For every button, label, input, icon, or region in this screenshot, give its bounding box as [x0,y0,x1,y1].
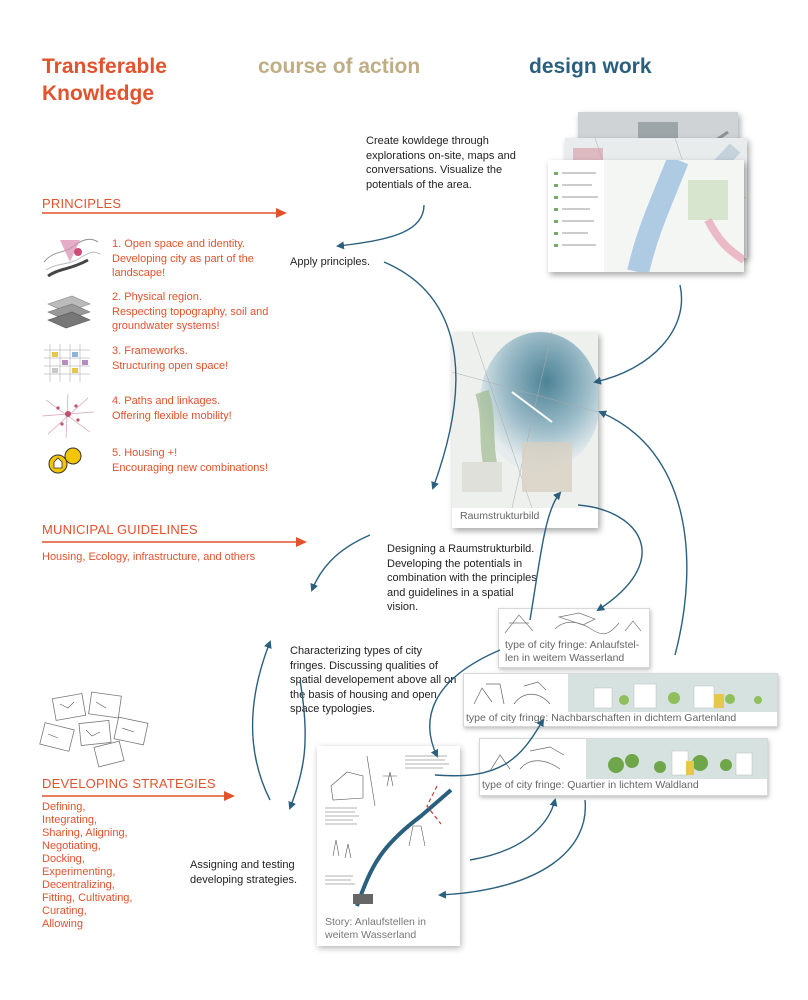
strategy-word: Sharing, Aligning, [42,827,128,839]
strategies-arrow [42,791,235,801]
principle-1-desc: Developing city as part of the landscape… [112,252,254,280]
principle-3-title: 3. Frameworks. [112,345,188,357]
story-page: Story: Anlaufstellen in weitem Wasserlan… [317,746,460,946]
strategy-word: Docking, [42,853,85,865]
strategy-word: Negotiating, [42,840,101,852]
caption-fringe-3: type of city fringe: Quartier in lichtem… [482,779,699,791]
header-transferable-knowledge: Transferable Knowledge [42,55,167,105]
text-apply-principles: Apply principles. [290,256,371,268]
municipal-arrow [42,537,307,547]
section-municipal-guidelines: MUNICIPAL GUIDELINES [42,522,198,537]
strategy-word: Integrating, [42,814,98,826]
principle-1: 1. Open space and identity. Developing c… [112,237,282,281]
principle-2: 2. Physical region. Respecting topograph… [112,290,282,334]
header-course-of-action: course of action [258,55,421,78]
principles-arrow [42,208,287,218]
map-sheet-front-legend [548,160,744,272]
text-characterizing-fringes: Characterizing types of city fringes. Di… [290,645,457,715]
housing-plus-icon [48,447,82,474]
principle-4-desc: Offering flexible mobility! [112,409,232,422]
layered-terrain-icon [47,295,91,329]
section-principles: PRINCIPLES [42,196,122,211]
text-assigning-strategies: Assigning and testing developing strateg… [190,859,298,886]
principle-3-desc: Structuring open space! [112,359,229,372]
principle-2-title: 2. Physical region. [112,291,202,303]
header-design-work: design work [529,55,652,78]
fringe-2-strip: type of city fringe: Nachbarschaften in … [463,673,778,727]
strategy-word: Allowing [42,918,83,930]
text-create-knowledge: Create kowldege through explorations on-… [366,135,516,191]
caption-fringe-1: type of city fringe: Anlaufstel-len in w… [505,639,640,664]
principle-3: 3. Frameworks. Structuring open space! [112,344,282,373]
strategy-word: Decentralizing, [42,879,115,891]
strategy-words: Defining, Integrating, Sharing, Aligning… [42,801,192,931]
landscape-sketch-icon [43,238,101,278]
strategy-word: Experimenting, [42,866,116,878]
strategy-cards-sketch [39,691,149,768]
principle-5: 5. Housing +! Encouraging new combinatio… [112,446,282,475]
caption-fringe-2: type of city fringe: Nachbarschaften in … [466,712,737,724]
text-designing-raumstrukturbild: Designing a Raumstrukturbild. Developing… [387,543,537,613]
section-developing-strategies: DEVELOPING STRATEGIES [42,776,216,791]
fringe-1-strip: type of city fringe: Anlaufstel-len in w… [498,608,650,668]
municipal-subtext: Housing, Ecology, infrastructure, and ot… [42,551,256,563]
principle-2-desc: Respecting topography, soil and groundwa… [112,305,269,333]
principle-4-title: 4. Paths and linkages. [112,395,221,407]
strategy-word: Fitting, Cultivating, [42,892,133,904]
principle-1-title: 1. Open space and identity. [112,238,246,250]
strategy-word: Curating, [42,905,87,917]
principle-5-title: 5. Housing +! [112,447,178,459]
grid-framework-icon [44,344,90,382]
arrow-apply-to-raum [383,261,457,490]
fringe-3-strip: type of city fringe: Quartier in lichtem… [479,738,768,796]
network-paths-icon [41,393,95,439]
principle-4: 4. Paths and linkages. Offering flexible… [112,394,282,423]
principle-5-desc: Encouraging new combinations! [112,461,268,474]
strategy-word: Defining, [42,801,86,813]
caption-raumstrukturbild: Raumstrukturbild [460,510,540,522]
caption-story: Story: Anlaufstellen in weitem Wasserlan… [325,916,426,941]
raumstrukturbild-map: Raumstrukturbild [452,332,598,528]
